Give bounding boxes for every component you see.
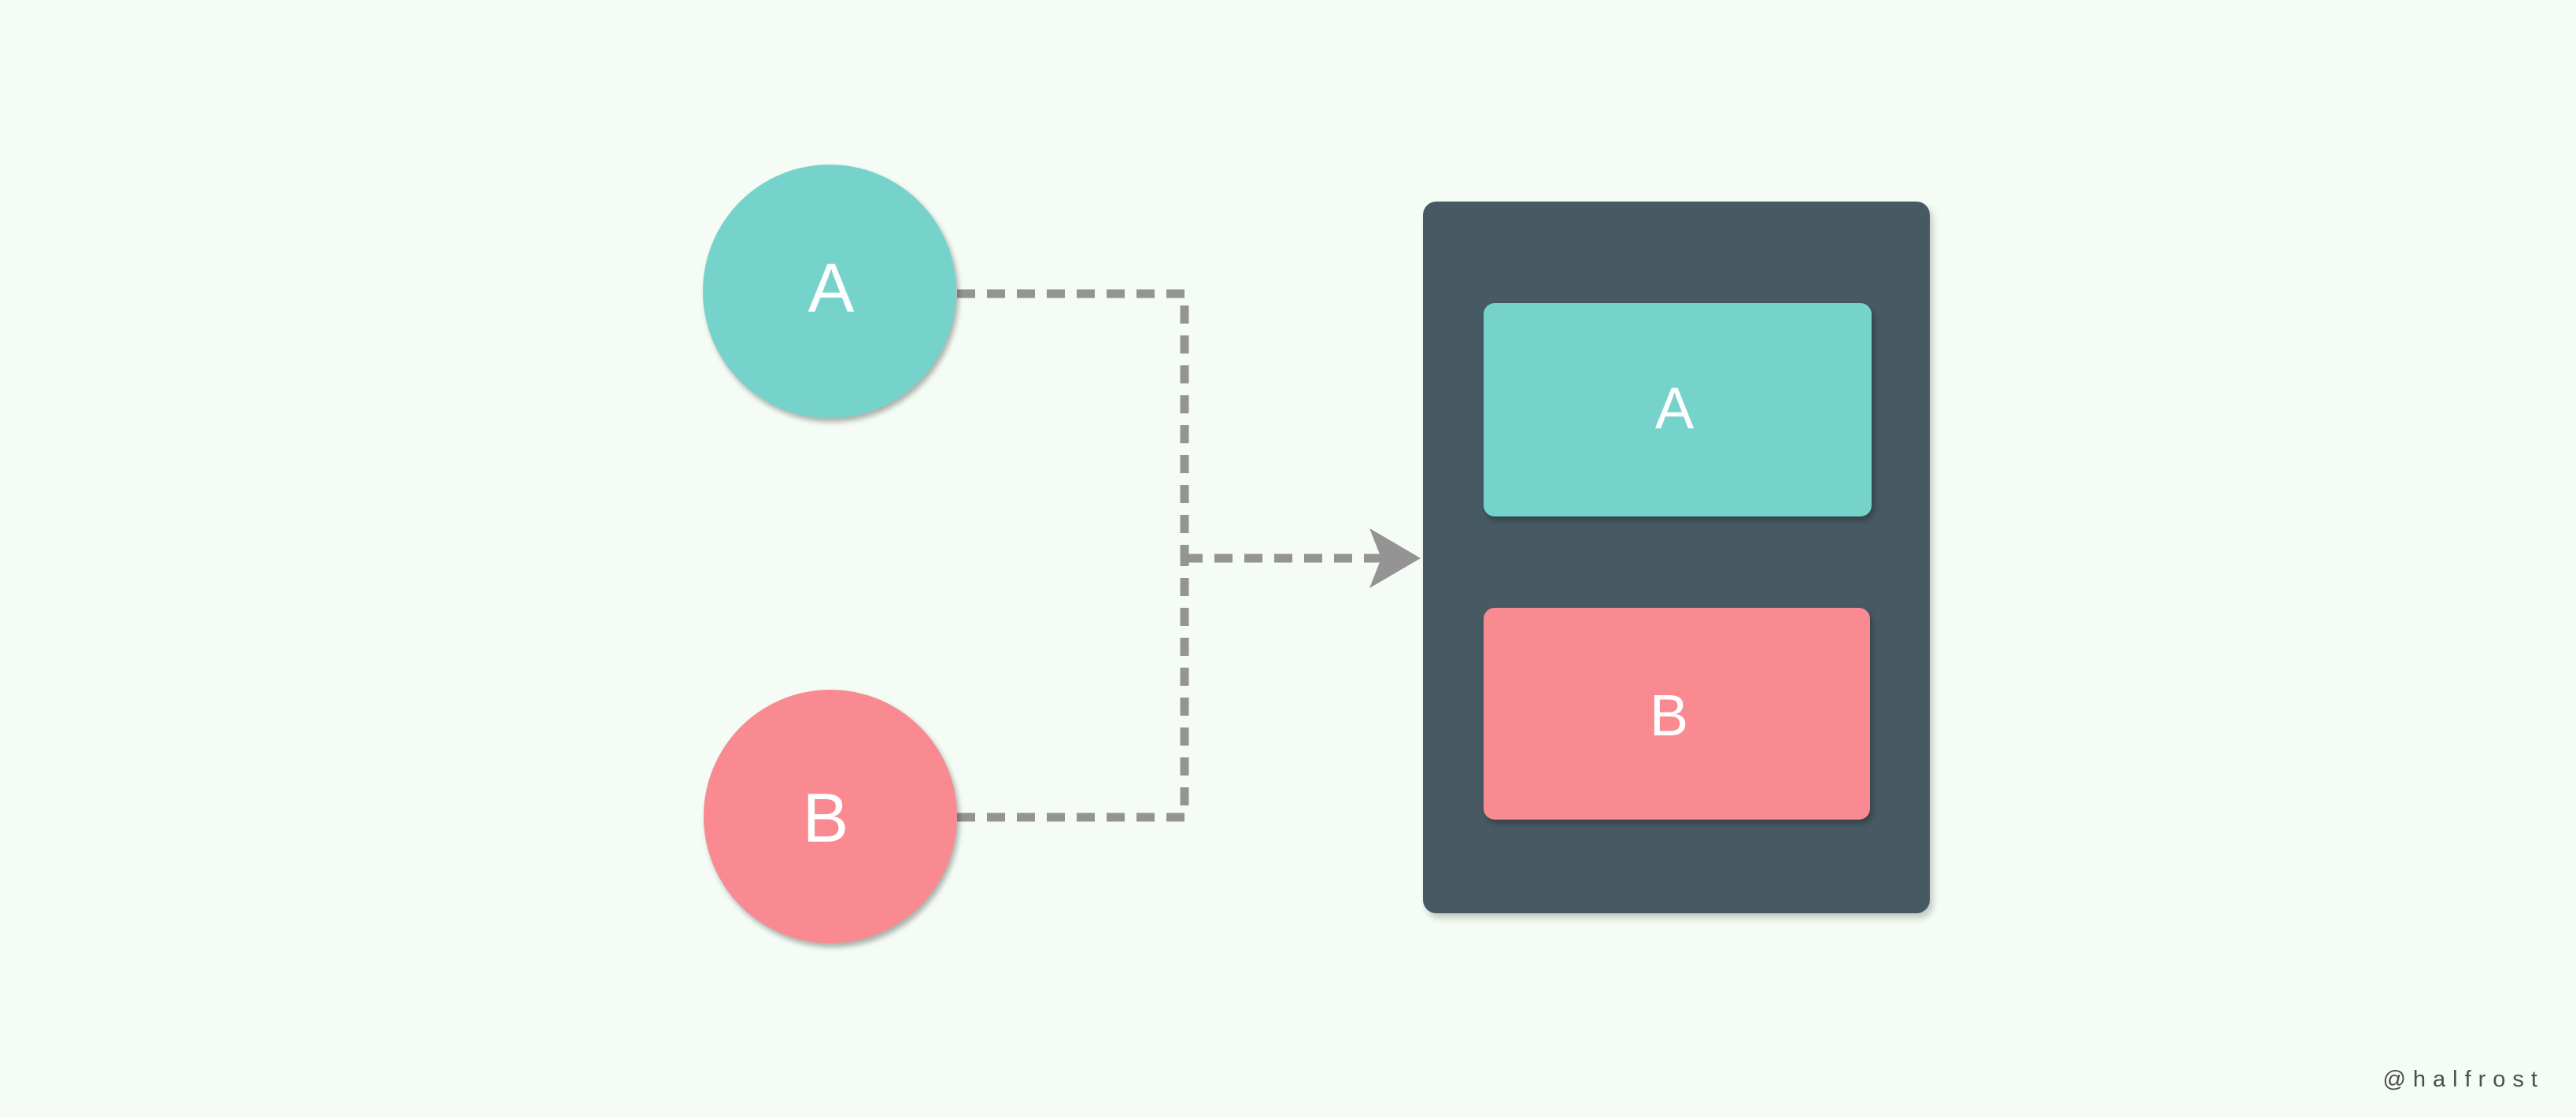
target-container[interactable]: A B: [1423, 202, 1930, 913]
container-item-a[interactable]: A: [1484, 303, 1872, 516]
container-item-a-label: A: [1654, 375, 1695, 441]
container-item-b-label: B: [1649, 682, 1689, 748]
arrow-head-icon: [1369, 528, 1421, 588]
connector-a-to-container: [957, 289, 1189, 558]
source-node-a-label: A: [808, 249, 855, 327]
source-node-b-label: B: [802, 779, 849, 857]
source-node-a[interactable]: A: [703, 165, 956, 418]
container-item-b[interactable]: B: [1484, 608, 1870, 820]
watermark: @halfrost: [2382, 1067, 2545, 1092]
connector-b-to-container: [957, 558, 1189, 822]
source-node-b[interactable]: B: [704, 690, 957, 943]
